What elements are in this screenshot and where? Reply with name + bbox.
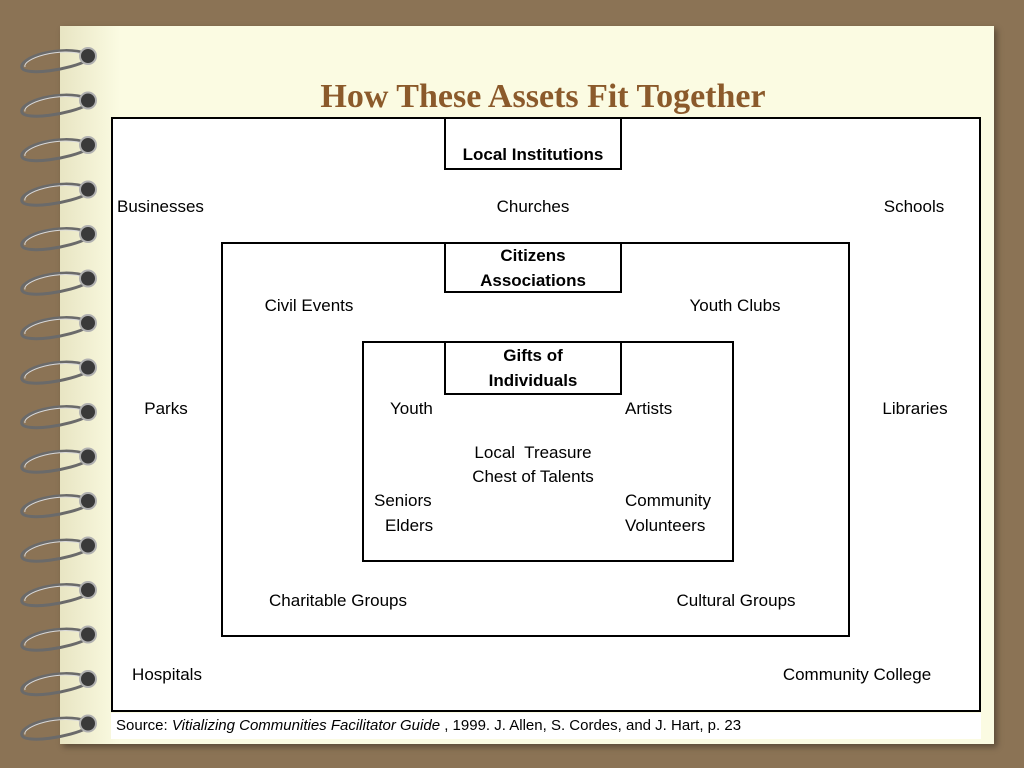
item-libraries: Libraries: [882, 399, 948, 418]
spiral-ring-highlight: [24, 318, 87, 335]
item-treasure-line1: Local Treasure: [474, 443, 592, 462]
spiral-ring: [20, 182, 89, 207]
binding-hole: [79, 492, 97, 510]
slide-title: How These Assets Fit Together: [320, 78, 766, 115]
spiral-ring-highlight: [24, 229, 87, 246]
item-elders: Elders: [385, 516, 434, 535]
item-treasure-line2: Chest of Talents: [472, 467, 594, 486]
local-institutions-label-text: Local Institutions: [462, 145, 604, 164]
source-suffix: , 1999. J. Allen, S. Cordes, and J. Hart…: [440, 717, 742, 734]
spiral-ring-highlight: [24, 140, 87, 157]
spiral-ring-highlight: [24, 362, 87, 379]
spiral-ring-highlight: [24, 95, 87, 112]
spiral-ring: [20, 227, 89, 252]
citizens-associations-label: Citizens Associations: [444, 242, 622, 293]
binding-hole: [79, 269, 97, 288]
item-cultural-groups: Cultural Groups: [676, 591, 796, 610]
item-charitable-groups: Charitable Groups: [269, 591, 407, 610]
spiral-binding: [20, 47, 97, 741]
item-schools: Schools: [883, 197, 945, 216]
binding-hole: [79, 136, 97, 154]
spiral-ring: [20, 449, 89, 474]
spiral-ring: [20, 138, 89, 163]
spiral-ring-highlight: [24, 451, 87, 468]
spiral-ring-highlight: [24, 51, 87, 68]
item-seniors: Seniors: [374, 491, 432, 510]
item-civil-events: Civil Events: [264, 296, 354, 315]
item-businesses: Businesses: [117, 197, 204, 216]
item-youth: Youth: [390, 399, 433, 418]
spiral-ring-highlight: [24, 496, 87, 513]
binding-hole: [79, 447, 97, 466]
spiral-ring-highlight: [24, 629, 87, 646]
binding-hole: [79, 670, 97, 688]
binding-hole: [79, 314, 97, 332]
local-institutions-box: [111, 117, 981, 712]
spiral-ring: [20, 360, 89, 385]
item-churches: Churches: [496, 197, 570, 216]
item-volunteers: Volunteers: [625, 516, 706, 535]
spiral-ring: [20, 627, 89, 652]
binding-hole: [79, 625, 97, 644]
spiral-ring-highlight: [24, 540, 87, 557]
item-youth-clubs: Youth Clubs: [689, 296, 781, 315]
citizens-label-line2: Associations: [480, 270, 586, 290]
spiral-ring: [20, 49, 89, 74]
gifts-label-line1: Gifts of: [503, 346, 563, 365]
source-citation: Source: Vitializing Communities Facilita…: [111, 713, 981, 739]
spiral-ring-highlight: [24, 585, 87, 602]
spiral-ring: [20, 583, 89, 608]
spiral-ring: [20, 271, 89, 296]
gifts-of-individuals-label: Gifts of Individuals: [444, 341, 622, 395]
binding-hole: [79, 403, 97, 421]
spiral-ring-highlight: [24, 718, 87, 735]
spiral-ring: [20, 316, 89, 341]
spiral-ring: [20, 716, 89, 741]
spiral-ring-highlight: [24, 407, 87, 424]
item-hospitals: Hospitals: [132, 665, 202, 684]
item-community-college: Community College: [782, 665, 932, 684]
source-prefix: Source:: [116, 717, 172, 734]
binding-hole: [79, 581, 97, 599]
spiral-ring: [20, 93, 89, 118]
local-institutions-label: Local Institutions: [444, 117, 622, 170]
spiral-ring-highlight: [24, 674, 87, 691]
binding-hole: [79, 91, 97, 110]
spiral-ring: [20, 405, 89, 430]
binding-hole: [79, 47, 97, 65]
source-title: Vitializing Communities Facilitator Guid…: [171, 717, 441, 734]
citizens-label-line1: Citizens: [500, 245, 566, 265]
gifts-label-line2: Individuals: [488, 371, 578, 390]
spiral-ring-highlight: [24, 273, 87, 290]
binding-hole: [79, 180, 97, 199]
binding-hole: [79, 714, 97, 733]
item-community: Community: [625, 491, 711, 510]
spiral-ring: [20, 538, 89, 563]
binding-hole: [79, 358, 97, 377]
binding-hole: [79, 536, 97, 555]
binding-hole: [79, 225, 97, 243]
item-parks: Parks: [144, 399, 188, 418]
item-artists: Artists: [625, 399, 673, 418]
spiral-ring: [20, 494, 89, 519]
spiral-ring-highlight: [24, 184, 87, 201]
spiral-ring: [20, 672, 89, 697]
